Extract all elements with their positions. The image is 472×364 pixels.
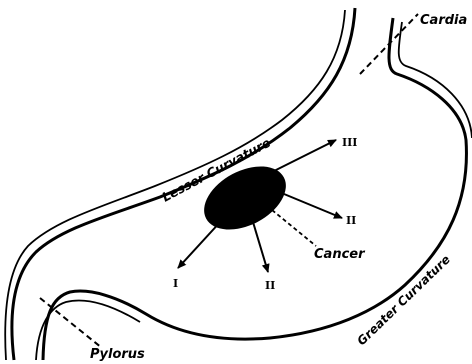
pylorus-dashed-line [40,298,102,348]
label-pylorus: Pylorus [90,347,145,362]
numeral-iii: III [342,136,357,149]
arrow-three [272,140,336,172]
label-cancer: Cancer [314,247,366,262]
numeral-i: I [173,277,178,290]
cancer-pointer-line [272,210,316,246]
arrow-one [178,220,222,268]
label-greater-curvature: Greater Curvature [354,252,453,348]
arrow-two-down [253,222,268,272]
label-cardia: Cardia [420,13,467,28]
numeral-ii-down: II [265,279,275,292]
numeral-ii-right: II [346,214,356,227]
arrow-two-right [284,194,342,218]
